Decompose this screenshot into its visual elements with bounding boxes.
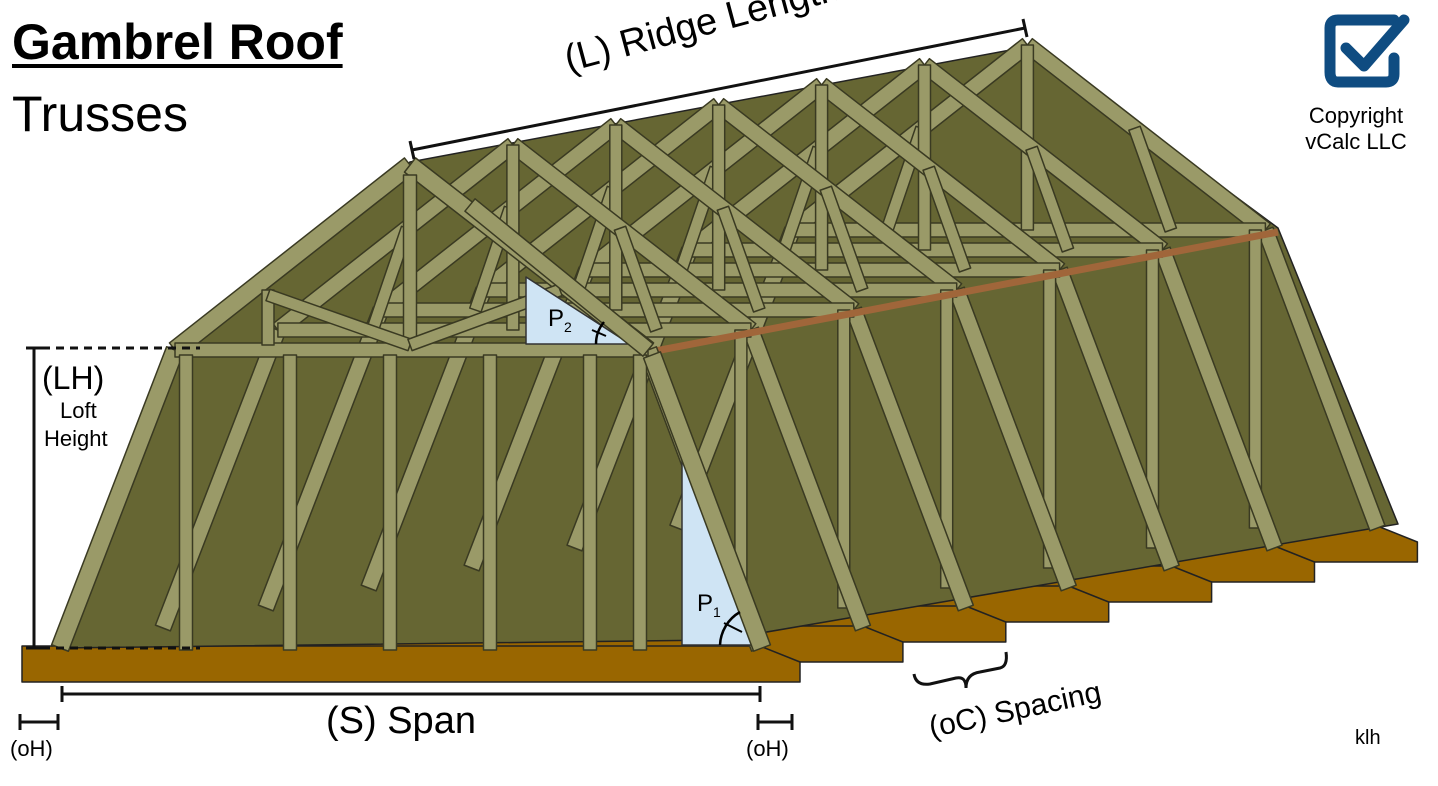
angle-p1-subscript: 1: [713, 603, 721, 620]
upper-right-rafter: [918, 57, 1169, 258]
loft-height-label-line2: Height: [44, 426, 108, 451]
front-king-post: [402, 174, 418, 346]
overhang-right-label: (oH): [746, 736, 789, 761]
web-strut: [819, 185, 869, 293]
copyright-notice: Copyright vCalc LLC: [1282, 103, 1430, 155]
diagram-title: Gambrel Roof: [12, 14, 343, 70]
front-wall-stud: [632, 354, 648, 651]
front-upper-right-rafter-overlay: [464, 198, 654, 357]
angle-p1-arc: [718, 610, 741, 646]
truss-frames: [154, 37, 1386, 632]
angle-p2-triangle: [525, 276, 631, 345]
overhang-left-label: (oH): [10, 736, 53, 761]
front-truss: [50, 157, 1279, 652]
angle-p2-label: P2: [548, 305, 572, 335]
ridge-length-line: [411, 26, 1026, 152]
upper-right-rafter: [610, 117, 860, 318]
web-strut: [1025, 145, 1075, 253]
upper-right-rafter: [713, 97, 963, 298]
upper-right-rafter: [815, 77, 1066, 278]
web-strut: [1128, 125, 1178, 233]
spacing-brace: [912, 651, 1008, 689]
lower-right-rafter: [1257, 226, 1386, 532]
angle-p2-letter: P: [548, 305, 565, 332]
span-label: (S) Span: [326, 700, 476, 742]
web-strut: [716, 205, 766, 313]
upper-right-rafter: [1021, 37, 1272, 238]
ridge-length-tick-start: [408, 140, 416, 160]
author-initials: klh: [1355, 727, 1381, 749]
copyright-line: Copyright: [1308, 103, 1404, 128]
front-wall-stud: [582, 354, 598, 651]
upper-left-rafter: [272, 137, 519, 338]
dimension-lines: [18, 18, 1029, 730]
front-wall-stud: [178, 354, 194, 651]
upper-right-rafter: [507, 137, 757, 338]
checkbox-check-icon: [1324, 14, 1410, 88]
company-name: vCalc LLC: [1305, 129, 1407, 154]
floor-joist: [21, 645, 801, 683]
lower-right-rafter: [1051, 266, 1180, 572]
knee-beam: [649, 228, 1279, 356]
ridge-length-tick-end: [1021, 18, 1029, 38]
angle-p2-subscript: 2: [564, 318, 572, 335]
lower-right-rafter: [1154, 246, 1283, 552]
lower-right-rafter: [948, 286, 1077, 592]
front-wall-stud: [382, 354, 398, 651]
loft-height-label-line1: Loft: [60, 398, 97, 423]
web-strut: [922, 165, 972, 273]
angle-p1-tick: [723, 622, 743, 633]
diagram-subtitle: Trusses: [12, 86, 188, 142]
front-lower-right-rafter-overlay: [642, 351, 772, 652]
front-wall-stud: [482, 354, 498, 651]
web-strut: [613, 225, 663, 333]
front-wall-stud: [282, 354, 298, 651]
angle-p1-letter: P: [697, 590, 714, 617]
loft-height-abbr: (LH): [42, 360, 105, 396]
angle-p2-tick: [591, 329, 607, 337]
angle-p1-label: P1: [697, 590, 721, 620]
